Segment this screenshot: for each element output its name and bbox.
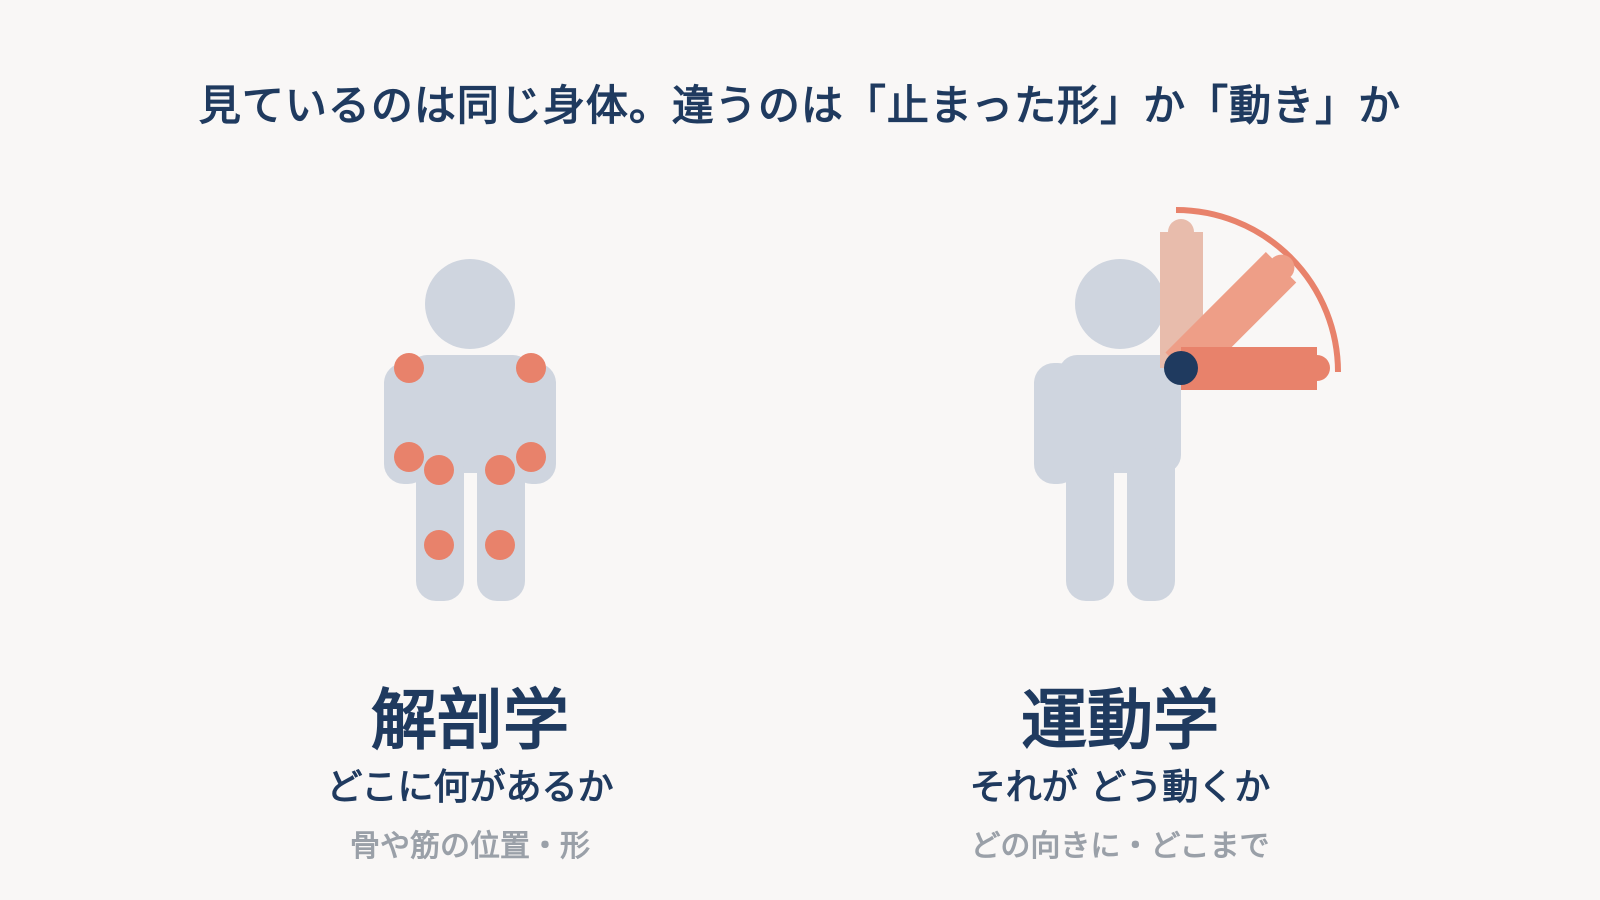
joint-right-knee [485,530,515,560]
range-of-motion-arc [1175,207,1341,373]
kinematics-torso [1059,355,1181,473]
arm-horizontal [1181,347,1330,390]
anatomy-note-wrap: 骨や筋の位置・形 [170,832,770,862]
joint-left-hand [394,442,424,472]
kinematics-subtitle-wrap: それが どう動くか [820,770,1420,806]
joint-right-hand [516,442,546,472]
kinematics-note: どの向きに・どこまで [970,829,1270,864]
anatomy-left-leg [416,448,464,601]
kinematics-head [1075,259,1165,349]
joint-right-hip [485,455,515,485]
headline: 見ているのは同じ身体。違うのは「止まった形」か「動き」か [198,81,1402,130]
anatomy-caption: 解剖学 [170,688,770,754]
anatomy-figure [384,259,556,601]
kinematics-right-leg [1127,448,1175,601]
shoulder-pivot-joint [1164,351,1198,385]
arm-diagonal-tip [1268,254,1295,281]
arm-horizontal-bar [1181,347,1317,390]
kinematics-subtitle: それが どう動くか [969,767,1271,808]
kinematics-title: 運動学 [1021,682,1219,759]
anatomy-title: 解剖学 [371,682,569,759]
joint-left-hip [424,455,454,485]
kinematics-left-leg [1066,448,1114,601]
arm-horizontal-tip [1304,355,1330,381]
anatomy-note: 骨や筋の位置・形 [350,829,590,864]
kinematics-caption: 運動学 [820,688,1420,754]
anatomy-subtitle-wrap: どこに何があるか [170,770,770,806]
kinematics-figure [1034,207,1341,601]
anatomy-head [425,259,515,349]
kinematics-body-silhouette [1034,259,1181,601]
joint-left-knee [424,530,454,560]
anatomy-right-leg [477,448,525,601]
anatomy-body-silhouette [384,259,556,601]
anatomy-joint-markers [394,353,546,560]
kinematics-note-wrap: どの向きに・どこまで [820,832,1420,862]
joint-right-shoulder [516,353,546,383]
arm-raised-tip [1168,219,1194,245]
joint-left-shoulder [394,353,424,383]
kinematics-left-arm [1034,363,1078,484]
anatomy-torso [409,355,531,473]
anatomy-subtitle: どこに何があるか [326,767,614,808]
